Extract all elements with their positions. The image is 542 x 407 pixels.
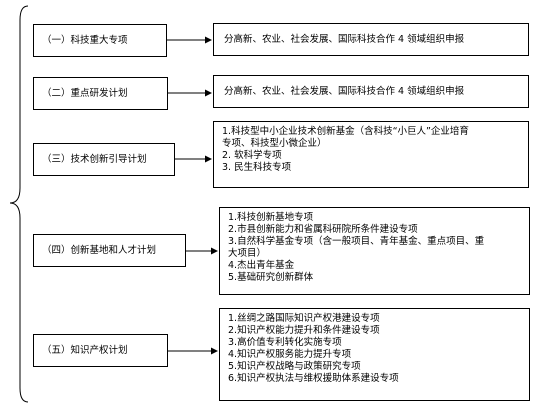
detail-item: 2.市县创新能力和省属科研院所条件建设专项 [228,224,418,235]
detail-item: 大项目） [228,248,267,259]
detail-box-5: 1.丝绸之路国际知识产权港建设专项 2.知识产权能力提升和条件建设专项 3.高价… [219,308,530,401]
category-box-1: （一）科技重大专项 [33,24,167,57]
category-label-5: （五）知识产权计划 [42,344,128,356]
detail-box-1: 分高新、农业、社会发展、国际科技合作 4 领域组织申报 [213,23,529,56]
detail-item: 1.科技型中小企业技术创新基金（含科技“小巨人”企业培育 [222,126,469,137]
detail-item: 5.知识产权战略与政策研究专项 [228,361,361,372]
detail-item: 2.知识产权能力提升和条件建设专项 [228,325,380,336]
detail-box-3: 1.科技型中小企业技术创新基金（含科技“小巨人”企业培育 专项、科技型小微企业）… [213,121,529,188]
category-label-1: （一）科技重大专项 [42,34,128,46]
category-label-4: （四）创新基地和人才计划 [42,244,157,256]
detail-item: 4.杰出青年基金 [228,260,295,271]
category-box-4: （四）创新基地和人才计划 [33,234,186,267]
category-box-3: （三）技术创新引导计划 [33,143,175,176]
detail-item: 专项、科技型小微企业） [222,138,327,149]
detail-item: 1.丝绸之路国际知识产权港建设专项 [228,313,380,324]
detail-box-4: 1.科技创新基地专项 2.市县创新能力和省属科研院所条件建设专项 3.自然科学基… [219,207,530,295]
detail-item: 4.知识产权服务能力提升专项 [228,349,352,360]
detail-item: 分高新、农业、社会发展、国际科技合作 4 领域组织申报 [224,85,465,97]
detail-item: 3.高价值专利转化实施专项 [228,337,342,348]
detail-item: 5.基础研究创新群体 [228,272,314,283]
detail-item: 分高新、农业、社会发展、国际科技合作 4 领域组织申报 [224,33,465,45]
detail-item: 1.科技创新基地专项 [228,212,314,223]
detail-box-2: 分高新、农业、社会发展、国际科技合作 4 领域组织申报 [213,75,529,108]
detail-item: 6.知识产权执法与维权援助体系建设专项 [228,373,399,384]
category-label-2: （二）重点研发计划 [42,87,128,99]
category-box-2: （二）重点研发计划 [33,77,168,110]
detail-item: 2. 软科学专项 [222,150,282,161]
detail-item: 3.自然科学基金专项（含一般项目、青年基金、重点项目、重 [228,236,485,247]
category-label-3: （三）技术创新引导计划 [42,153,147,165]
detail-item: 3. 民生科技专项 [222,162,292,173]
category-box-5: （五）知识产权计划 [33,334,168,367]
